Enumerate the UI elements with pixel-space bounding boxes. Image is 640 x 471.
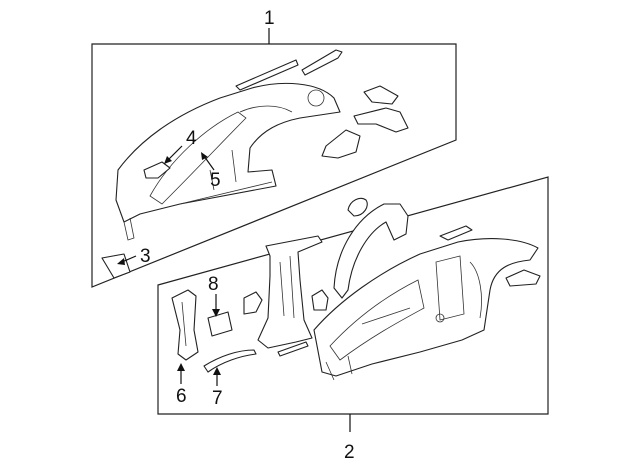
lower-panel: 8 6 7 [157,176,549,415]
wheelhouse-arch [333,203,409,299]
b-pillar [257,235,323,349]
callout-7: 7 [212,388,223,409]
lower-plug [347,197,368,217]
leader-5 [203,155,215,171]
roof-rail-strips [235,49,343,91]
leader-7-arrow [213,367,221,375]
callout-5: 5 [210,170,221,191]
upper-bracket-1 [363,85,399,105]
lower-tab-top-right [439,225,473,241]
leader-8-arrow [212,309,220,317]
body-side-outer-panel [115,82,341,241]
part-8-plate [207,311,233,337]
callout-2: 2 [344,442,355,463]
part-6-hinge-pillar [171,289,199,361]
lower-small-clip [243,291,263,315]
callout-4: 4 [186,128,197,149]
callout-6: 6 [176,386,187,407]
body-side-frame [313,238,539,381]
callout-8: 8 [208,274,219,295]
callout-1: 1 [264,8,275,29]
part-4-bracket [143,161,171,179]
upper-bracket-3 [321,129,361,159]
sill-strip [277,341,309,357]
upper-panel: 4 5 3 [91,43,457,288]
lower-bracket-right [505,269,541,287]
leader-6-arrow [177,363,185,371]
lower-small-block [311,289,329,311]
leader-4-arrow [164,156,172,164]
upper-panel-border [91,43,457,288]
part-7-rocker-strip [203,349,257,373]
leader-5-arrow [201,152,208,160]
leader-4 [167,145,183,161]
callout-3: 3 [140,246,151,267]
leader-3-arrow [117,258,125,265]
upper-bracket-2 [353,107,409,133]
